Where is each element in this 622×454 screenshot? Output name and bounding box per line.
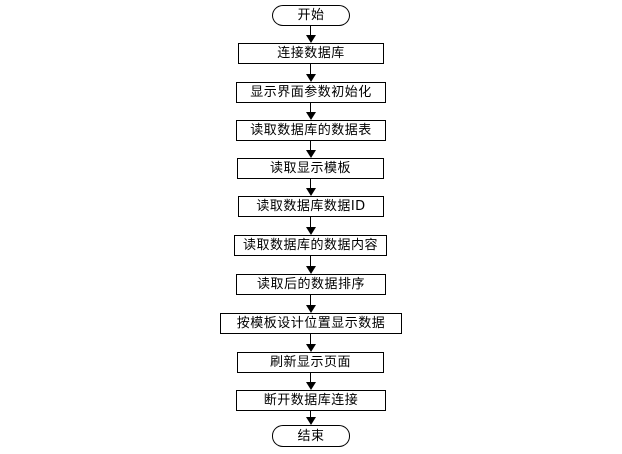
flowchart-node-read-data-content: 读取数据库的数据内容: [234, 235, 387, 256]
flow-arrow-down-icon: [306, 64, 316, 82]
flowchart-node-ui-param-init: 显示界面参数初始化: [236, 82, 386, 103]
flow-arrow-down-icon: [306, 217, 316, 235]
flow-arrow-down-icon: [306, 103, 316, 120]
flow-arrow-down-icon: [306, 26, 316, 43]
flow-arrow-down-icon: [306, 256, 316, 274]
flowchart-node-read-template: 读取显示模板: [237, 158, 384, 179]
flowchart-node-disconnect-db: 断开数据库连接: [236, 390, 386, 411]
flow-arrow-down-icon: [306, 179, 316, 196]
flow-arrow-down-icon: [306, 411, 316, 425]
flow-arrow-down-icon: [306, 334, 316, 352]
flowchart-node-start: 开始: [272, 5, 350, 26]
flowchart-node-sort-data: 读取后的数据排序: [236, 274, 386, 295]
flowchart-node-read-data-id: 读取数据库数据ID: [238, 196, 384, 217]
flowchart-node-connect-db: 连接数据库: [238, 43, 384, 64]
flowchart-node-end: 结束: [272, 425, 350, 447]
flow-arrow-down-icon: [306, 141, 316, 158]
flow-arrow-down-icon: [306, 295, 316, 313]
flowchart-node-display-by-template: 按模板设计位置显示数据: [220, 313, 402, 334]
flow-arrow-down-icon: [306, 373, 316, 390]
flowchart-node-read-data-table: 读取数据库的数据表: [236, 120, 386, 141]
flowchart-node-refresh-page: 刷新显示页面: [237, 352, 384, 373]
